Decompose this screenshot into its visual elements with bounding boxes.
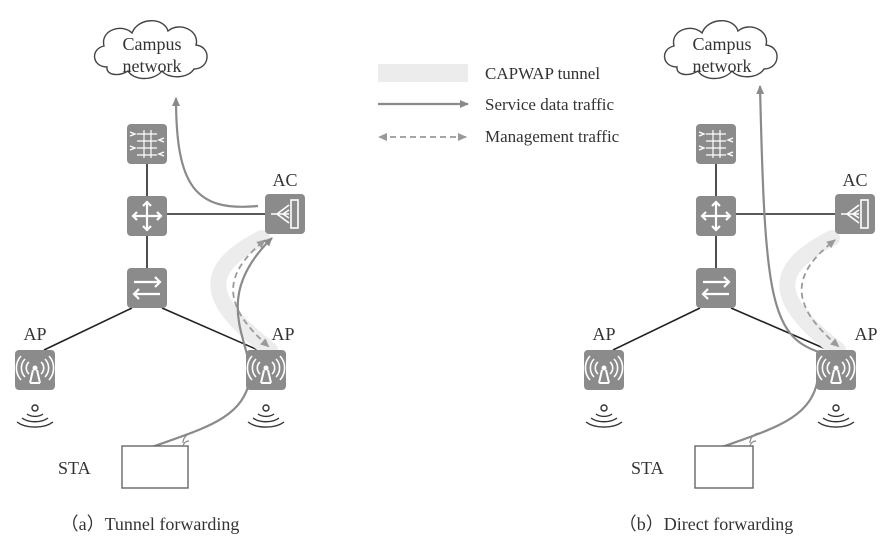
cloud-label-line1-a: Campus bbox=[122, 34, 181, 54]
capwap-tunnel-a bbox=[210, 230, 278, 358]
ap-right-label-a: AP bbox=[271, 324, 294, 344]
management-traffic-b bbox=[800, 239, 840, 348]
diagram-a-tunnel-forwarding: Campus network AC AP AP STA （a）Tunnel fo… bbox=[14, 20, 306, 534]
legend-capwap-tunnel-swatch bbox=[378, 64, 468, 82]
management-traffic-a bbox=[232, 239, 270, 348]
service-traffic-a-ac-to-cloud bbox=[172, 97, 259, 208]
wifi-waves-icon bbox=[585, 404, 623, 428]
cloud-label-line2-a: network bbox=[123, 56, 182, 76]
cloud-label-line2-b: network bbox=[693, 56, 752, 76]
sta-label-a: STA bbox=[58, 458, 91, 478]
cloud-label-line1-b: Campus bbox=[692, 34, 751, 54]
wire-b-switch-ap-left bbox=[612, 307, 701, 351]
wifi-waves-icon bbox=[749, 432, 761, 448]
ap-icon bbox=[583, 349, 625, 391]
wifi-waves-icon bbox=[16, 404, 54, 428]
ap-left-label-b: AP bbox=[592, 324, 615, 344]
diagram-b-direct-forwarding: Campus network AC AP AP STA （b）Direct fo… bbox=[583, 20, 878, 534]
service-traffic-b-sta-to-ap bbox=[721, 377, 820, 449]
ac-icon bbox=[834, 193, 876, 235]
switch-icon bbox=[694, 266, 738, 310]
sta-label-b: STA bbox=[631, 458, 664, 478]
sta-terminal-icon bbox=[694, 445, 754, 489]
legend-capwap-tunnel-label: CAPWAP tunnel bbox=[485, 64, 600, 83]
ap-icon bbox=[245, 349, 287, 391]
wifi-waves-icon bbox=[247, 404, 285, 428]
wifi-waves-icon bbox=[817, 404, 855, 428]
wifi-waves-icon bbox=[182, 432, 194, 448]
wire-a-switch-ap-left bbox=[43, 307, 133, 351]
wire-a-switch-ap-right bbox=[161, 307, 259, 351]
ap-icon bbox=[815, 349, 857, 391]
capwap-tunnel-b bbox=[779, 230, 846, 358]
wire-b-switch-ap-right bbox=[730, 307, 829, 351]
legend: CAPWAP tunnel Service data traffic Manag… bbox=[378, 64, 620, 146]
legend-management-traffic-label: Management traffic bbox=[485, 127, 620, 146]
router-icon bbox=[694, 194, 738, 238]
service-traffic-b-ap-to-cloud bbox=[756, 85, 827, 356]
ac-icon bbox=[264, 193, 306, 235]
ap-right-label-b: AP bbox=[854, 324, 877, 344]
legend-service-traffic-label: Service data traffic bbox=[485, 95, 614, 114]
switch-icon bbox=[125, 266, 169, 310]
caption-a: （a）Tunnel forwarding bbox=[61, 514, 240, 534]
ap-icon bbox=[14, 349, 56, 391]
ac-label-a: AC bbox=[272, 170, 297, 190]
firewall-icon bbox=[126, 123, 168, 165]
caption-b: （b）Direct forwarding bbox=[619, 514, 793, 534]
sta-terminal-icon bbox=[121, 445, 189, 489]
firewall-icon bbox=[695, 123, 737, 165]
ac-label-b: AC bbox=[842, 170, 867, 190]
ap-left-label-a: AP bbox=[23, 324, 46, 344]
router-icon bbox=[125, 194, 169, 238]
